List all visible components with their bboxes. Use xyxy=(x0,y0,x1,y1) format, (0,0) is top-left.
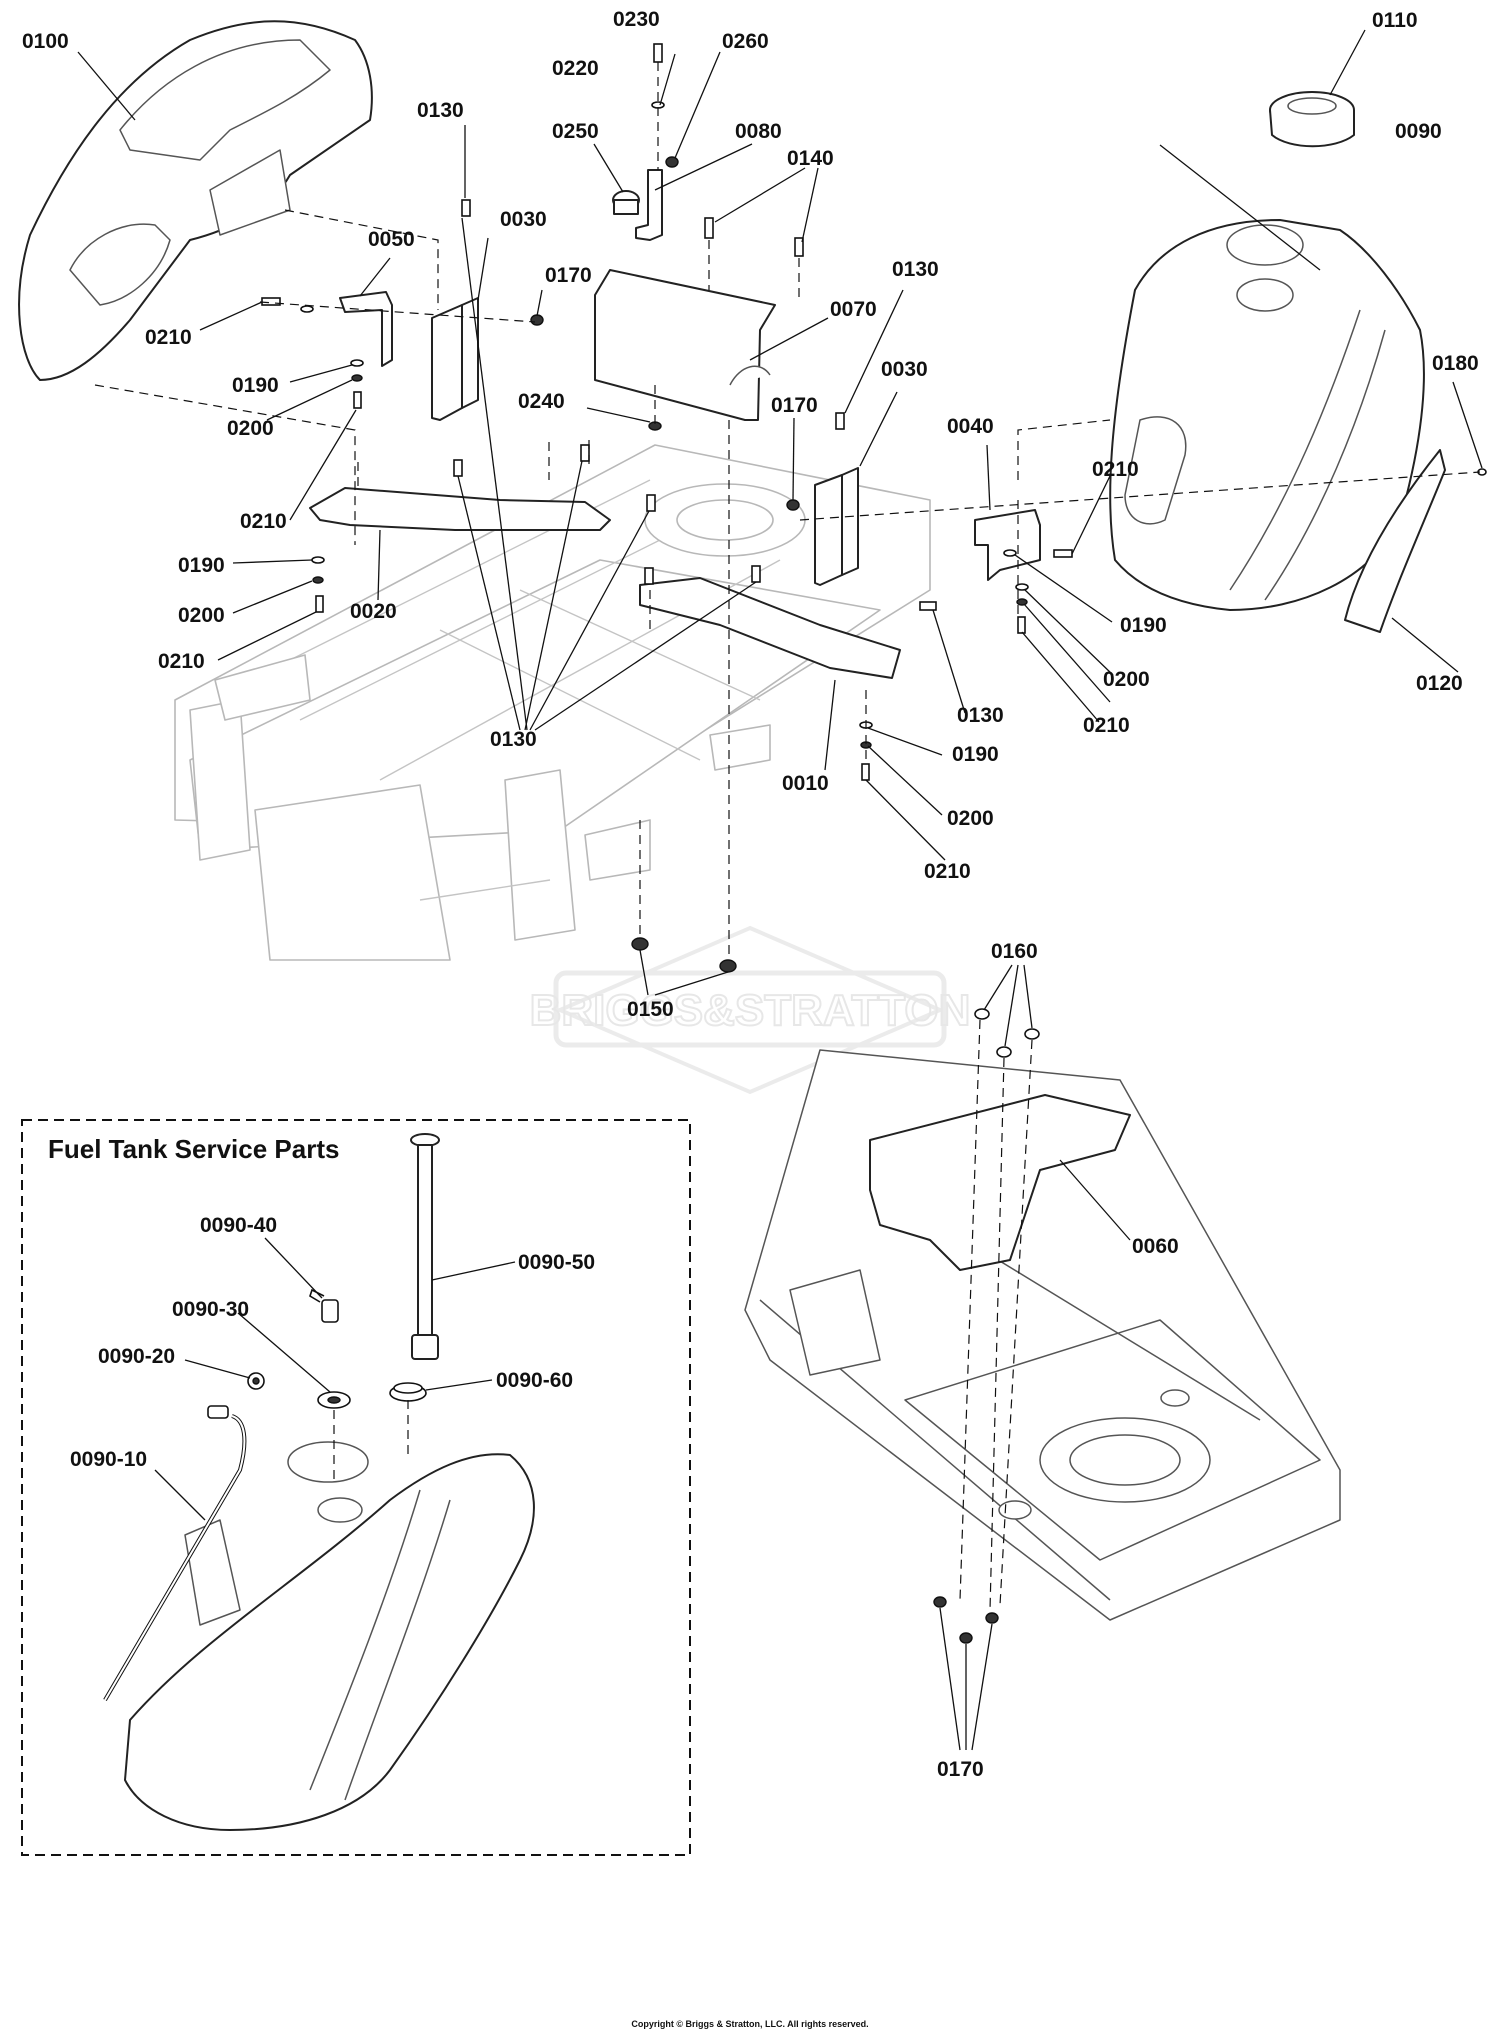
callout-0090-10: 0090-10 xyxy=(70,1448,147,1471)
briggs-stratton-watermark-logo: BRIGGS&STRATTON xyxy=(529,925,971,1095)
left-angle-bracket xyxy=(339,291,393,367)
callout-0080: 0080 xyxy=(735,120,782,143)
inset-title: Fuel Tank Service Parts xyxy=(48,1134,339,1164)
callout-0060: 0060 xyxy=(1132,1235,1179,1258)
callout-0090-20: 0090-20 xyxy=(98,1345,175,1368)
callout-labels: 0100 0230 0260 0110 0220 0130 0250 0080 … xyxy=(22,8,1479,1781)
callout-0130-top: 0130 xyxy=(417,99,464,122)
callout-0130-lower-right: 0130 xyxy=(957,704,1004,727)
callout-0210-f: 0210 xyxy=(924,860,971,883)
right-angle-bracket xyxy=(974,509,1041,581)
callout-0090-50: 0090-50 xyxy=(518,1251,595,1274)
mounting-bracket-0080 xyxy=(635,169,663,241)
callout-0010: 0010 xyxy=(782,772,829,795)
callout-0200-c: 0200 xyxy=(1103,668,1150,691)
callout-0090-60: 0090-60 xyxy=(496,1369,573,1392)
callout-0090: 0090 xyxy=(1395,120,1442,143)
callout-0040: 0040 xyxy=(947,415,994,438)
callout-0120: 0120 xyxy=(1416,672,1463,695)
callout-0230: 0230 xyxy=(613,8,660,31)
right-fuel-tank xyxy=(1109,219,1425,611)
callout-0090-40: 0090-40 xyxy=(200,1214,277,1237)
callout-leader-lines xyxy=(77,29,1483,1751)
callout-0210-b: 0210 xyxy=(1092,458,1139,481)
fuel-cap xyxy=(1269,91,1355,148)
fuel-line xyxy=(103,1405,247,1702)
callout-0020: 0020 xyxy=(350,600,397,623)
callout-0180: 0180 xyxy=(1432,352,1479,375)
callout-0200-a: 0200 xyxy=(227,417,274,440)
callout-0210-a: 0210 xyxy=(145,326,192,349)
callout-0130-frame: 0130 xyxy=(490,728,537,751)
callout-0250: 0250 xyxy=(552,120,599,143)
watermark-text: BRIGGS&STRATTON xyxy=(530,986,971,1035)
elbow-fitting xyxy=(247,1372,265,1390)
callout-0100: 0100 xyxy=(22,30,69,53)
callout-0050: 0050 xyxy=(368,228,415,251)
hardware-fasteners xyxy=(261,43,1487,1644)
callout-0190-d: 0190 xyxy=(952,743,999,766)
fuel-sender-tube xyxy=(410,1133,440,1360)
callout-0140: 0140 xyxy=(787,147,834,170)
inset-fuel-tank xyxy=(124,1441,535,1831)
callout-0160: 0160 xyxy=(991,940,1038,963)
callout-0240: 0240 xyxy=(518,390,565,413)
mower-frame-outline xyxy=(174,444,931,961)
fender-shield-plate xyxy=(1344,449,1446,633)
callout-0090-30: 0090-30 xyxy=(172,1298,249,1321)
callout-0030-left: 0030 xyxy=(500,208,547,231)
left-cross-support xyxy=(309,487,611,531)
callout-0210-d: 0210 xyxy=(158,650,205,673)
sender-grommet xyxy=(389,1382,427,1402)
right-upright-bracket xyxy=(814,467,859,586)
callout-0210-c: 0210 xyxy=(240,510,287,533)
callout-0170-top: 0170 xyxy=(545,264,592,287)
right-cross-support xyxy=(639,577,901,679)
callout-0150: 0150 xyxy=(627,998,674,1021)
floor-pan-plate xyxy=(869,1094,1131,1271)
callout-0190-b: 0190 xyxy=(178,554,225,577)
left-fender-pan xyxy=(18,20,373,381)
vent-valve xyxy=(309,1288,339,1323)
callout-0190-c: 0190 xyxy=(1120,614,1167,637)
callout-0200-b: 0200 xyxy=(178,604,225,627)
callout-0220: 0220 xyxy=(552,57,599,80)
fuel-tank-service-parts-inset xyxy=(21,1119,691,1856)
callout-0130-right: 0130 xyxy=(892,258,939,281)
callout-0170-mid: 0170 xyxy=(771,394,818,417)
callout-0200-d: 0200 xyxy=(947,807,994,830)
callout-0110: 0110 xyxy=(1372,9,1418,32)
callout-0070: 0070 xyxy=(830,298,877,321)
callout-0210-e: 0210 xyxy=(1083,714,1130,737)
rubber-bumper xyxy=(612,190,640,215)
seat-pan-bracket xyxy=(594,269,776,421)
callout-0260: 0260 xyxy=(722,30,769,53)
valve-grommet xyxy=(317,1391,351,1409)
callout-0190-a: 0190 xyxy=(232,374,279,397)
callout-0170-bottom: 0170 xyxy=(937,1758,984,1781)
callout-0030-right: 0030 xyxy=(881,358,928,381)
assembly-dashed-lines xyxy=(94,62,1481,1611)
copyright-notice: Copyright © Briggs & Stratton, LLC. All … xyxy=(631,2019,868,2029)
